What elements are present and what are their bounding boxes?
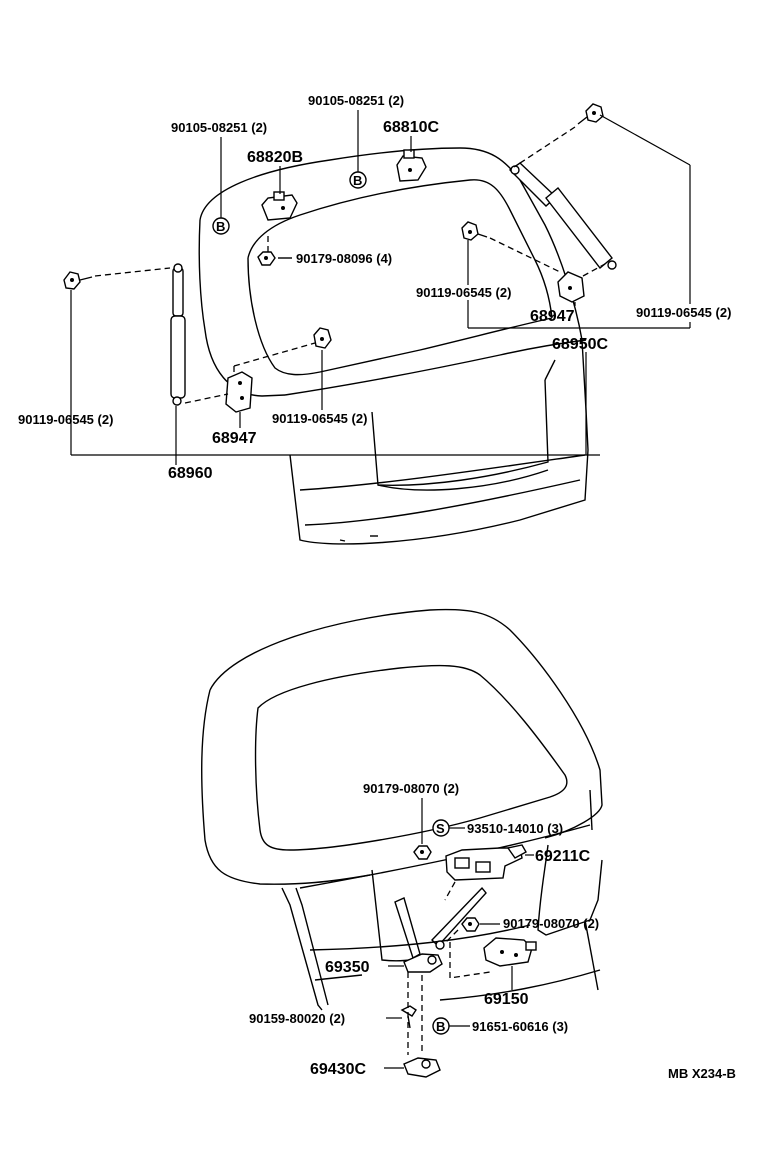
upper-plate-recess-bottom xyxy=(377,469,549,491)
upper-glass-top xyxy=(247,179,553,319)
striker-part xyxy=(403,940,445,973)
lower-glass xyxy=(254,664,568,851)
label-stud-right-outer: 90119-06545 (2) xyxy=(636,305,731,320)
stay-left-part xyxy=(170,263,186,406)
label-nut-lock-mid: 90179-08070 (2) xyxy=(503,916,599,931)
nut-lock-top-part xyxy=(413,845,432,860)
screw-s-badge: S xyxy=(432,819,450,837)
upper-leaders xyxy=(70,110,691,465)
stud-right-outer-part xyxy=(577,103,604,125)
label-stay-left: 68960 xyxy=(168,465,213,482)
upper-door-outline-top xyxy=(199,147,589,451)
lower-line1 xyxy=(309,924,531,951)
label-stud-right-inner: 90119-06545 (2) xyxy=(416,285,511,300)
lower-bottom-edge xyxy=(439,969,601,1001)
lower-door-outline-left xyxy=(201,689,371,885)
screw-cover-part xyxy=(400,1005,417,1029)
stay-right-part xyxy=(508,162,617,270)
lower-pillar-left xyxy=(281,887,323,1011)
nut-lock-mid-part xyxy=(461,917,480,932)
label-screw-s: 93510-14010 (3) xyxy=(467,821,563,836)
upper-door-line1 xyxy=(299,454,586,491)
lower-door xyxy=(201,608,603,1011)
bracket-right-part xyxy=(557,271,585,303)
hinge-left-part xyxy=(261,191,298,221)
label-nut-hinge: 90179-08096 (4) xyxy=(296,251,392,266)
upper-door-belt xyxy=(284,339,587,396)
bolt-b-badge-center: B xyxy=(349,171,367,189)
label-striker: 69350 xyxy=(325,959,370,976)
upper-plate-recess xyxy=(371,379,549,486)
lock-assy-part xyxy=(445,844,527,881)
upper-recess-corner xyxy=(544,359,556,381)
svg-text:B: B xyxy=(353,173,362,188)
lower-right-lower xyxy=(584,919,599,991)
label-hinge-left: 68820B xyxy=(247,149,303,166)
lower-door-outline-top xyxy=(209,608,603,839)
upper-door xyxy=(198,147,589,545)
label-stud-left-inner: 90119-06545 (2) xyxy=(272,411,367,426)
label-stud-left: 90119-06545 (2) xyxy=(18,412,113,427)
lower-line2 xyxy=(314,974,363,981)
stud-right-inner-part xyxy=(461,221,488,241)
hinge-nut xyxy=(257,251,276,266)
diagram-id: MB X234-B xyxy=(668,1066,736,1081)
badge-b-text: B xyxy=(216,219,225,234)
stud-left-part xyxy=(63,271,93,290)
label-hinge-right: 68810C xyxy=(383,119,439,136)
upper-door-outline-left xyxy=(198,219,286,397)
bolt-b-badge-left: B xyxy=(212,217,230,235)
lower-recess-right xyxy=(537,844,603,936)
upper-door-line2 xyxy=(304,479,581,526)
label-stay-right: 68950C xyxy=(552,336,608,353)
label-bolt-b: 91651-60616 (3) xyxy=(472,1019,568,1034)
upper-glass-bottom xyxy=(247,257,553,376)
label-cover: 69430C xyxy=(310,1061,366,1078)
upper-door-lower xyxy=(289,449,589,545)
lock-motor-part xyxy=(483,937,537,967)
svg-text:S: S xyxy=(436,821,445,836)
label-bolt-center-top: 90105-08251 (2) xyxy=(308,93,404,108)
cover-part xyxy=(403,1057,441,1078)
stud-left-inner-part xyxy=(313,327,332,349)
bracket-left-part xyxy=(225,371,253,413)
hinge-right-part xyxy=(396,149,427,182)
rod-left xyxy=(394,897,421,960)
label-lock-assy: 69211C xyxy=(535,848,591,865)
lower-pillar-left-inner xyxy=(295,887,329,1006)
rod-center xyxy=(431,886,487,948)
lower-right-edge xyxy=(589,789,593,831)
label-bolt-left-top: 90105-08251 (2) xyxy=(171,120,267,135)
label-bracket-right: 68947 xyxy=(530,308,575,325)
lower-leaders xyxy=(384,798,534,1069)
bolt-b-badge-lower: B xyxy=(432,1017,450,1035)
label-lock-motor: 69150 xyxy=(484,991,529,1008)
label-screw-cover: 90159-80020 (2) xyxy=(249,1011,345,1026)
label-nut-lock-top: 90179-08070 (2) xyxy=(363,781,459,796)
svg-text:B: B xyxy=(436,1019,445,1034)
label-bracket-left: 68947 xyxy=(212,430,257,447)
